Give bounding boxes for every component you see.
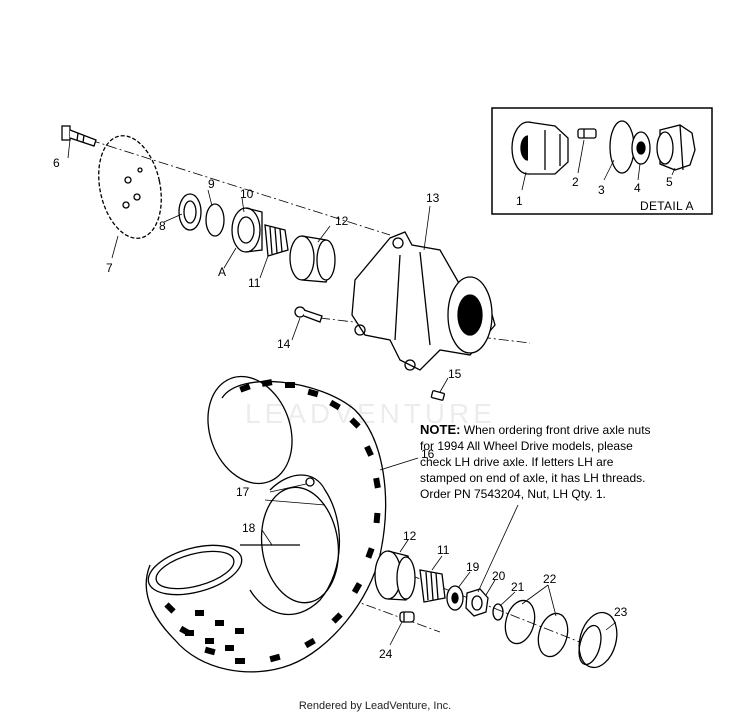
part-23-hub-cap <box>578 611 618 669</box>
callout-1: 1 <box>516 194 523 208</box>
note-line-3: check LH drive axle. If letters LH are <box>420 455 614 469</box>
callout-11-lower: 11 <box>437 543 450 557</box>
callout-2: 2 <box>572 175 579 189</box>
detail-a-part-5 <box>656 124 696 171</box>
footer-credit: Rendered by LeadVenture, Inc. <box>298 700 452 712</box>
part-15-stud <box>430 390 445 401</box>
part-18-wheel-rim <box>240 474 341 616</box>
callout-22: 22 <box>543 572 557 586</box>
callout-23: 23 <box>614 605 628 619</box>
part-11-bearing-lower <box>419 569 446 603</box>
part-19-washer <box>446 585 464 611</box>
callout-6: 6 <box>53 156 60 170</box>
callout-20: 20 <box>492 569 506 583</box>
part-20-nut <box>465 588 489 617</box>
part-11-bearing-upper <box>264 224 289 257</box>
callout-13: 13 <box>426 191 440 205</box>
part-21-cotter <box>492 603 504 621</box>
note-line-5: Order PN 7543204, Nut, LH Qty. 1. <box>420 487 606 501</box>
callout-8: 8 <box>159 219 166 233</box>
detail-a-caption: DETAIL A <box>640 199 694 213</box>
callout-21: 21 <box>511 580 525 594</box>
part-8-seal <box>178 193 202 231</box>
note-line-4: stamped on end of axle, it has LH thread… <box>420 471 646 485</box>
callout-15: 15 <box>448 367 462 381</box>
callout-5: 5 <box>666 175 673 189</box>
part-13-hub <box>351 231 496 371</box>
detail-a-part-3 <box>609 120 635 174</box>
callout-16: 16 <box>421 447 435 461</box>
part-17-valve <box>305 477 315 487</box>
watermark: LEADVENTURE <box>245 398 496 429</box>
part-14-bolt <box>294 306 323 323</box>
callout-12-lower: 12 <box>403 529 417 543</box>
detail-a-box <box>491 107 713 215</box>
detail-a-part-4 <box>631 131 651 165</box>
callout-leaders <box>67 139 617 646</box>
callout-18: 18 <box>242 521 256 535</box>
part-6-bolt <box>61 125 97 147</box>
part-7-brake-disc <box>98 135 162 239</box>
callout-4: 4 <box>634 181 641 195</box>
callout-7: 7 <box>106 261 113 275</box>
note-line-2: for 1994 All Wheel Drive models, please <box>420 439 633 453</box>
part-24-valve-stem <box>399 611 415 623</box>
callout-24: 24 <box>379 647 393 661</box>
part-22-o-rings <box>504 599 569 658</box>
ordering-note: NOTE: When ordering front drive axle nut… <box>420 422 720 502</box>
detail-a-leaders <box>521 139 676 191</box>
callout-14: 14 <box>277 337 291 351</box>
callout-19: 19 <box>466 560 480 574</box>
part-10-bearing <box>231 207 263 253</box>
callout-3: 3 <box>598 183 605 197</box>
callout-10: 10 <box>240 187 254 201</box>
callout-11-upper: 11 <box>248 276 261 290</box>
part-9-ring <box>205 203 225 237</box>
detail-a-part-1 <box>511 121 569 175</box>
callout-17: 17 <box>236 485 250 499</box>
detail-a-part-2 <box>577 128 597 139</box>
note-heading: NOTE: <box>420 422 461 437</box>
part-12-race-upper <box>289 235 336 283</box>
part-12-race-lower <box>374 550 416 601</box>
callout-A: A <box>218 265 227 279</box>
callout-12-upper: 12 <box>335 214 349 228</box>
callout-9: 9 <box>208 177 215 191</box>
note-line-1: When ordering front drive axle nuts <box>463 423 651 437</box>
